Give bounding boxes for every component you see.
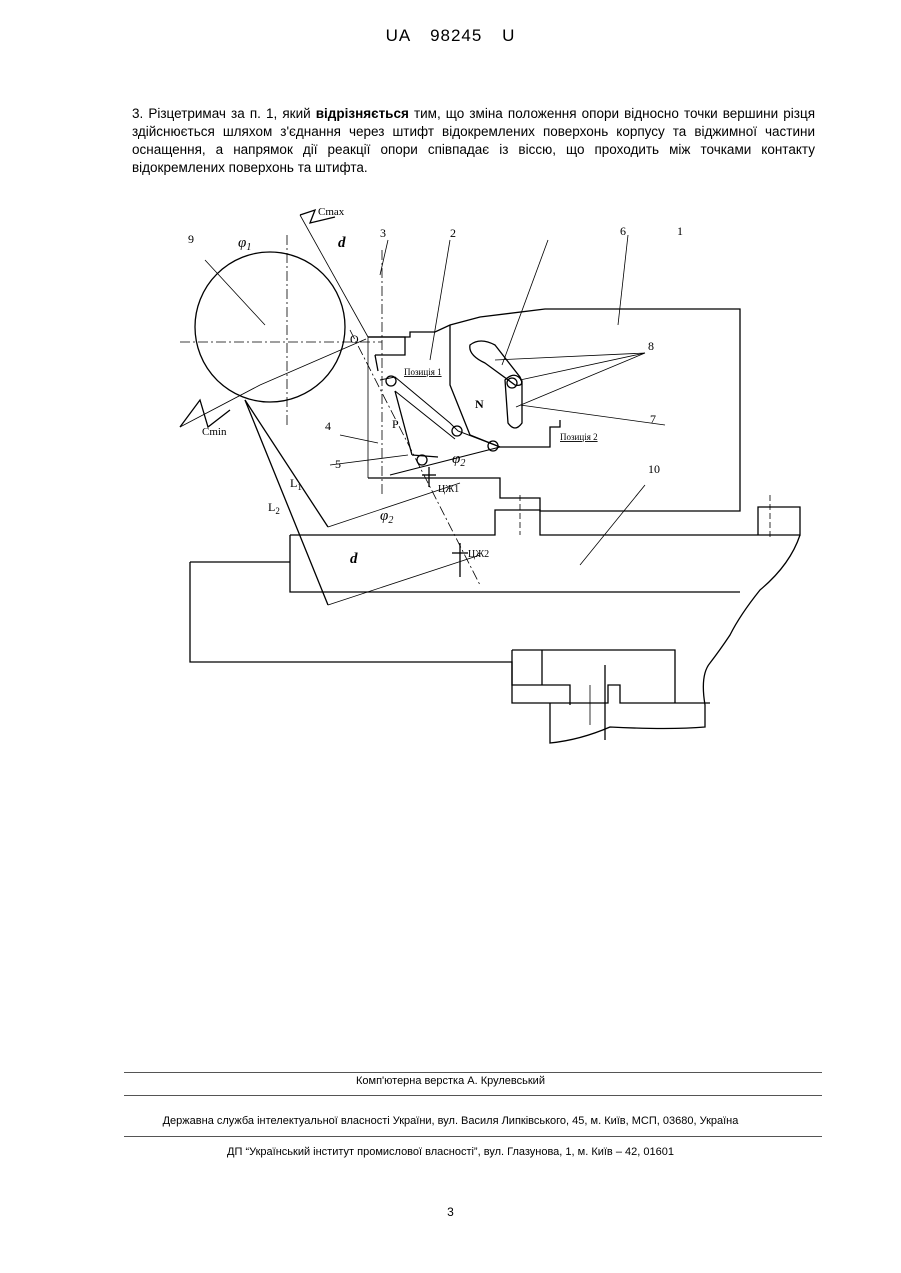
label-cmax: Cmax [318, 206, 345, 218]
label-position-2: Позиція 2 [560, 432, 598, 442]
label-phi2-upper: φ2 [452, 451, 465, 469]
workpiece-circle [195, 252, 345, 402]
footer-rule-2 [124, 1095, 822, 1096]
page-number: 3 [0, 1205, 901, 1219]
label-10: 10 [648, 462, 660, 476]
label-1: 1 [677, 224, 683, 238]
label-P: P [392, 417, 399, 431]
label-N: N [475, 397, 484, 411]
header-country: UA [386, 26, 411, 45]
label-7: 7 [650, 412, 656, 426]
footer-office-address: Державна служба інтелектуальної власност… [0, 1115, 901, 1127]
label-phi1: φ1 [238, 235, 251, 253]
label-d-lower: d [350, 551, 358, 567]
claim-keyword: відрізняється [316, 106, 409, 121]
label-5: 5 [335, 457, 341, 471]
technical-drawing: 9 3 2 6 1 8 7 4 5 10 Cmax Cmin φ1 φ2 φ2 … [150, 195, 810, 750]
label-phi2-lower: φ2 [380, 508, 393, 526]
footer-institute-address: ДП “Український інститут промислової вла… [0, 1146, 901, 1158]
label-2: 2 [450, 226, 456, 240]
footer-rule-3 [124, 1136, 822, 1137]
label-d-upper: d [338, 235, 346, 251]
label-cmin: Cmin [202, 426, 227, 438]
label-9: 9 [188, 232, 194, 246]
footer-layout-credit: Комп'ютерна верстка А. Крулевський [0, 1075, 901, 1087]
label-L1: L1 [290, 476, 302, 492]
label-cg1: ЦЖ1 [438, 484, 459, 495]
claim-paragraph: 3. Різцетримач за п. 1, який відрізняєть… [132, 105, 815, 177]
claim-prefix: 3. Різцетримач за п. 1, який [132, 106, 316, 121]
label-position-1: Позиція 1 [404, 367, 442, 377]
label-O: O [350, 332, 359, 346]
footer-rule-1 [124, 1072, 822, 1073]
header-kind: U [502, 26, 515, 45]
label-6: 6 [620, 224, 626, 238]
label-3: 3 [380, 226, 386, 240]
label-L2: L2 [268, 500, 280, 516]
patent-header: UA 98245 U [0, 26, 901, 46]
header-number: 98245 [430, 26, 482, 45]
drawing-svg: 9 3 2 6 1 8 7 4 5 10 Cmax Cmin φ1 φ2 φ2 … [150, 195, 810, 750]
label-8: 8 [648, 339, 654, 353]
label-cg2: ЦЖ2 [468, 549, 489, 560]
label-4: 4 [325, 419, 331, 433]
